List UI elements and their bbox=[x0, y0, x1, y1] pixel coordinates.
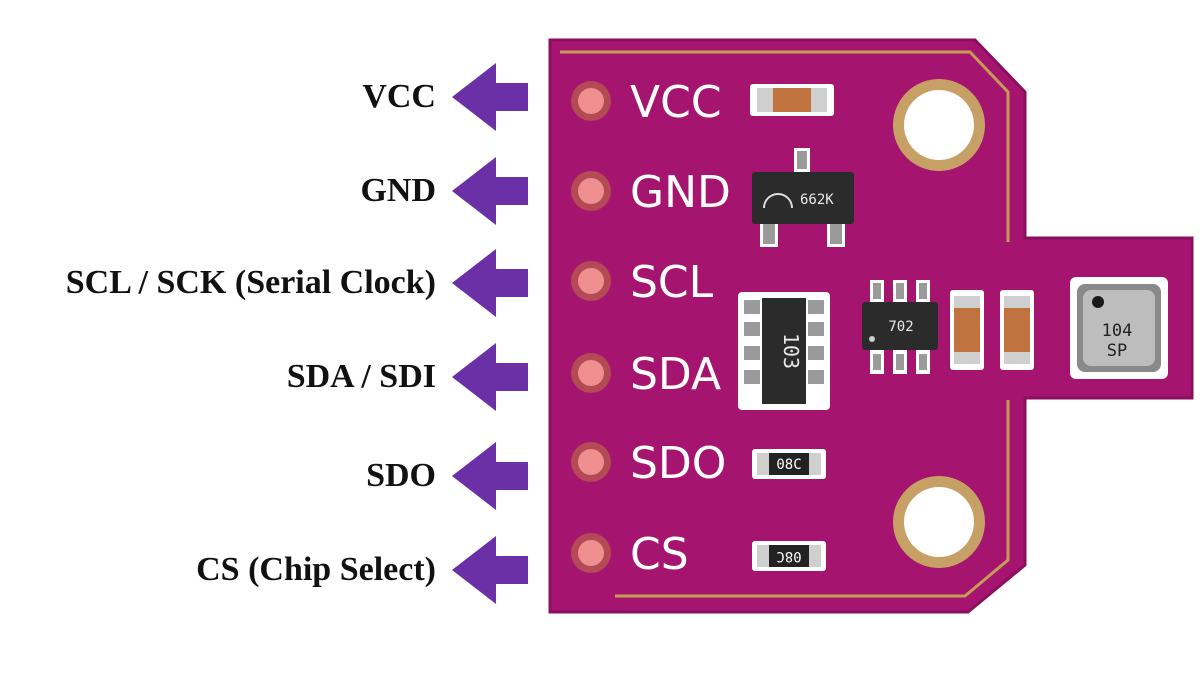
mounting-hole bbox=[893, 79, 985, 171]
resistor-array-marking: 103 bbox=[779, 333, 803, 369]
pin-label-cs: CS (Chip Select) bbox=[196, 551, 436, 588]
silk-label-sda: SDA bbox=[630, 349, 721, 400]
resistor-array-chip: 103 bbox=[738, 292, 830, 410]
resistor-cs: 08C bbox=[752, 541, 826, 571]
capacitor-vertical bbox=[1000, 290, 1034, 370]
pad-sdo bbox=[571, 442, 611, 482]
pad-sda bbox=[571, 353, 611, 393]
resistor-sdo-marking: 08C bbox=[776, 457, 801, 473]
silk-label-vcc: VCC bbox=[630, 77, 722, 128]
silk-label-sdo: SDO bbox=[630, 438, 726, 489]
regulator-marking: 702 bbox=[888, 319, 913, 335]
sensor-chip: 104 SP bbox=[1070, 277, 1168, 379]
pin-label-sda: SDA / SDI bbox=[286, 358, 436, 395]
resistor-cs-marking: 08C bbox=[776, 548, 801, 564]
arrow-left-icon bbox=[452, 157, 528, 225]
pin-pads bbox=[571, 81, 611, 573]
arrow-left-icon bbox=[452, 249, 528, 317]
pad-vcc bbox=[571, 81, 611, 121]
pad-gnd bbox=[571, 171, 611, 211]
pin-label-sdo: SDO bbox=[366, 457, 436, 494]
pad-cs bbox=[571, 533, 611, 573]
pin-label-gnd: GND bbox=[360, 172, 436, 209]
pad-scl bbox=[571, 261, 611, 301]
transistor-chip: 662K bbox=[752, 148, 854, 247]
silk-label-scl: SCL bbox=[630, 257, 714, 308]
resistor-sdo: 08C bbox=[752, 449, 826, 479]
silk-label-gnd: GND bbox=[630, 167, 731, 218]
mounting-hole bbox=[893, 476, 985, 568]
silk-label-cs: CS bbox=[630, 529, 689, 580]
pin-label-scl: SCL / SCK (Serial Clock) bbox=[65, 264, 436, 301]
capacitor-vertical bbox=[950, 290, 984, 370]
sensor-marking-line1: 104 bbox=[1102, 321, 1133, 341]
arrow-left-icon bbox=[452, 63, 528, 131]
capacitor-top bbox=[750, 84, 834, 116]
sensor-marking-line2: SP bbox=[1107, 341, 1127, 361]
pin-arrows bbox=[452, 63, 528, 604]
regulator-chip: 702 bbox=[862, 280, 938, 374]
transistor-marking: 662K bbox=[800, 192, 834, 208]
arrow-left-icon bbox=[452, 536, 528, 604]
arrow-left-icon bbox=[452, 343, 528, 411]
arrow-left-icon bbox=[452, 442, 528, 510]
pin-label-vcc: VCC bbox=[362, 78, 436, 115]
